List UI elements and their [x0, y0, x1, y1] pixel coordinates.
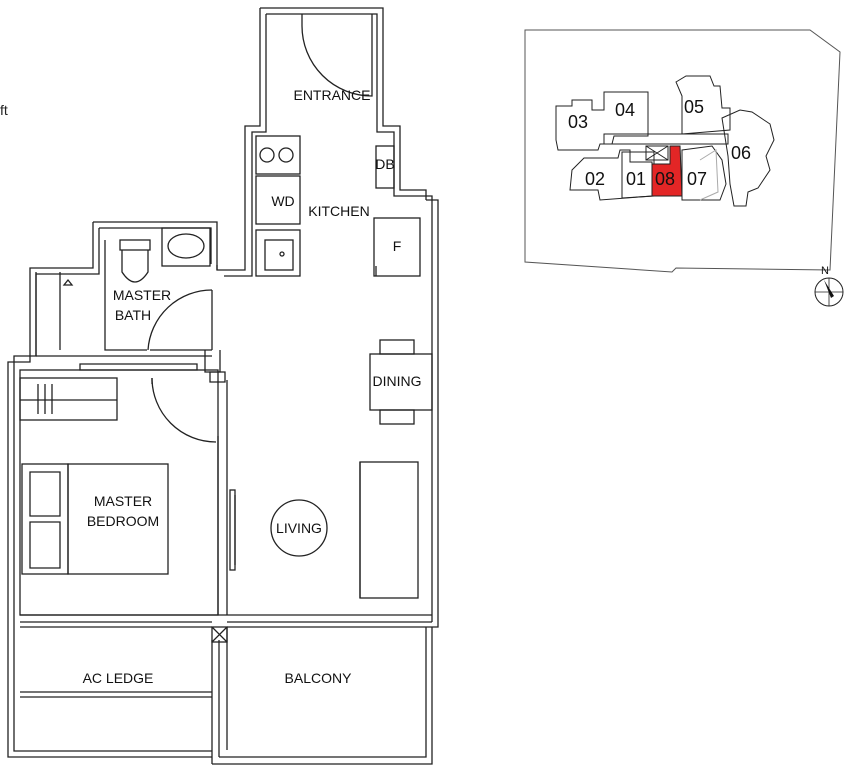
- edge-text-fragment: ft: [0, 102, 8, 118]
- unit-label-08: 08: [655, 169, 675, 189]
- label-fridge: F: [393, 238, 402, 254]
- unit-label-07: 07: [687, 169, 707, 189]
- label-master-bedroom-line1: MASTER: [94, 493, 152, 509]
- unit-label-03: 03: [568, 112, 588, 132]
- label-dining: DINING: [373, 373, 422, 389]
- room-labels: ENTRANCE KITCHEN DB WD F MASTER BATH DIN…: [83, 87, 422, 686]
- north-label: N: [821, 265, 829, 277]
- label-master-bath-line2: BATH: [115, 307, 151, 323]
- kitchen-fixtures: [255, 135, 421, 277]
- label-wd: WD: [271, 193, 294, 209]
- unit-label-02: 02: [585, 169, 605, 189]
- label-entrance: ENTRANCE: [293, 87, 370, 103]
- label-master-bath-line1: MASTER: [113, 287, 171, 303]
- label-kitchen: KITCHEN: [308, 203, 369, 219]
- label-db: DB: [375, 156, 394, 172]
- label-balcony: BALCONY: [285, 670, 353, 686]
- label-ac-ledge: AC LEDGE: [83, 670, 154, 686]
- unit-label-05: 05: [684, 97, 704, 117]
- furniture: [19, 339, 433, 599]
- label-master-bedroom-line2: BEDROOM: [87, 513, 159, 529]
- north-arrow-icon: N: [814, 265, 844, 307]
- interior-walls: [19, 240, 432, 750]
- door-swings: [147, 14, 373, 443]
- unit-label-06: 06: [731, 143, 751, 163]
- key-plan: 03 04 05 06 02 01 08 07: [524, 29, 841, 273]
- unit-08-highlight: [651, 145, 683, 197]
- bath-fixtures: [59, 227, 211, 350]
- unit-label-04: 04: [615, 100, 635, 120]
- unit-label-01: 01: [626, 169, 646, 189]
- label-living: LIVING: [276, 520, 322, 536]
